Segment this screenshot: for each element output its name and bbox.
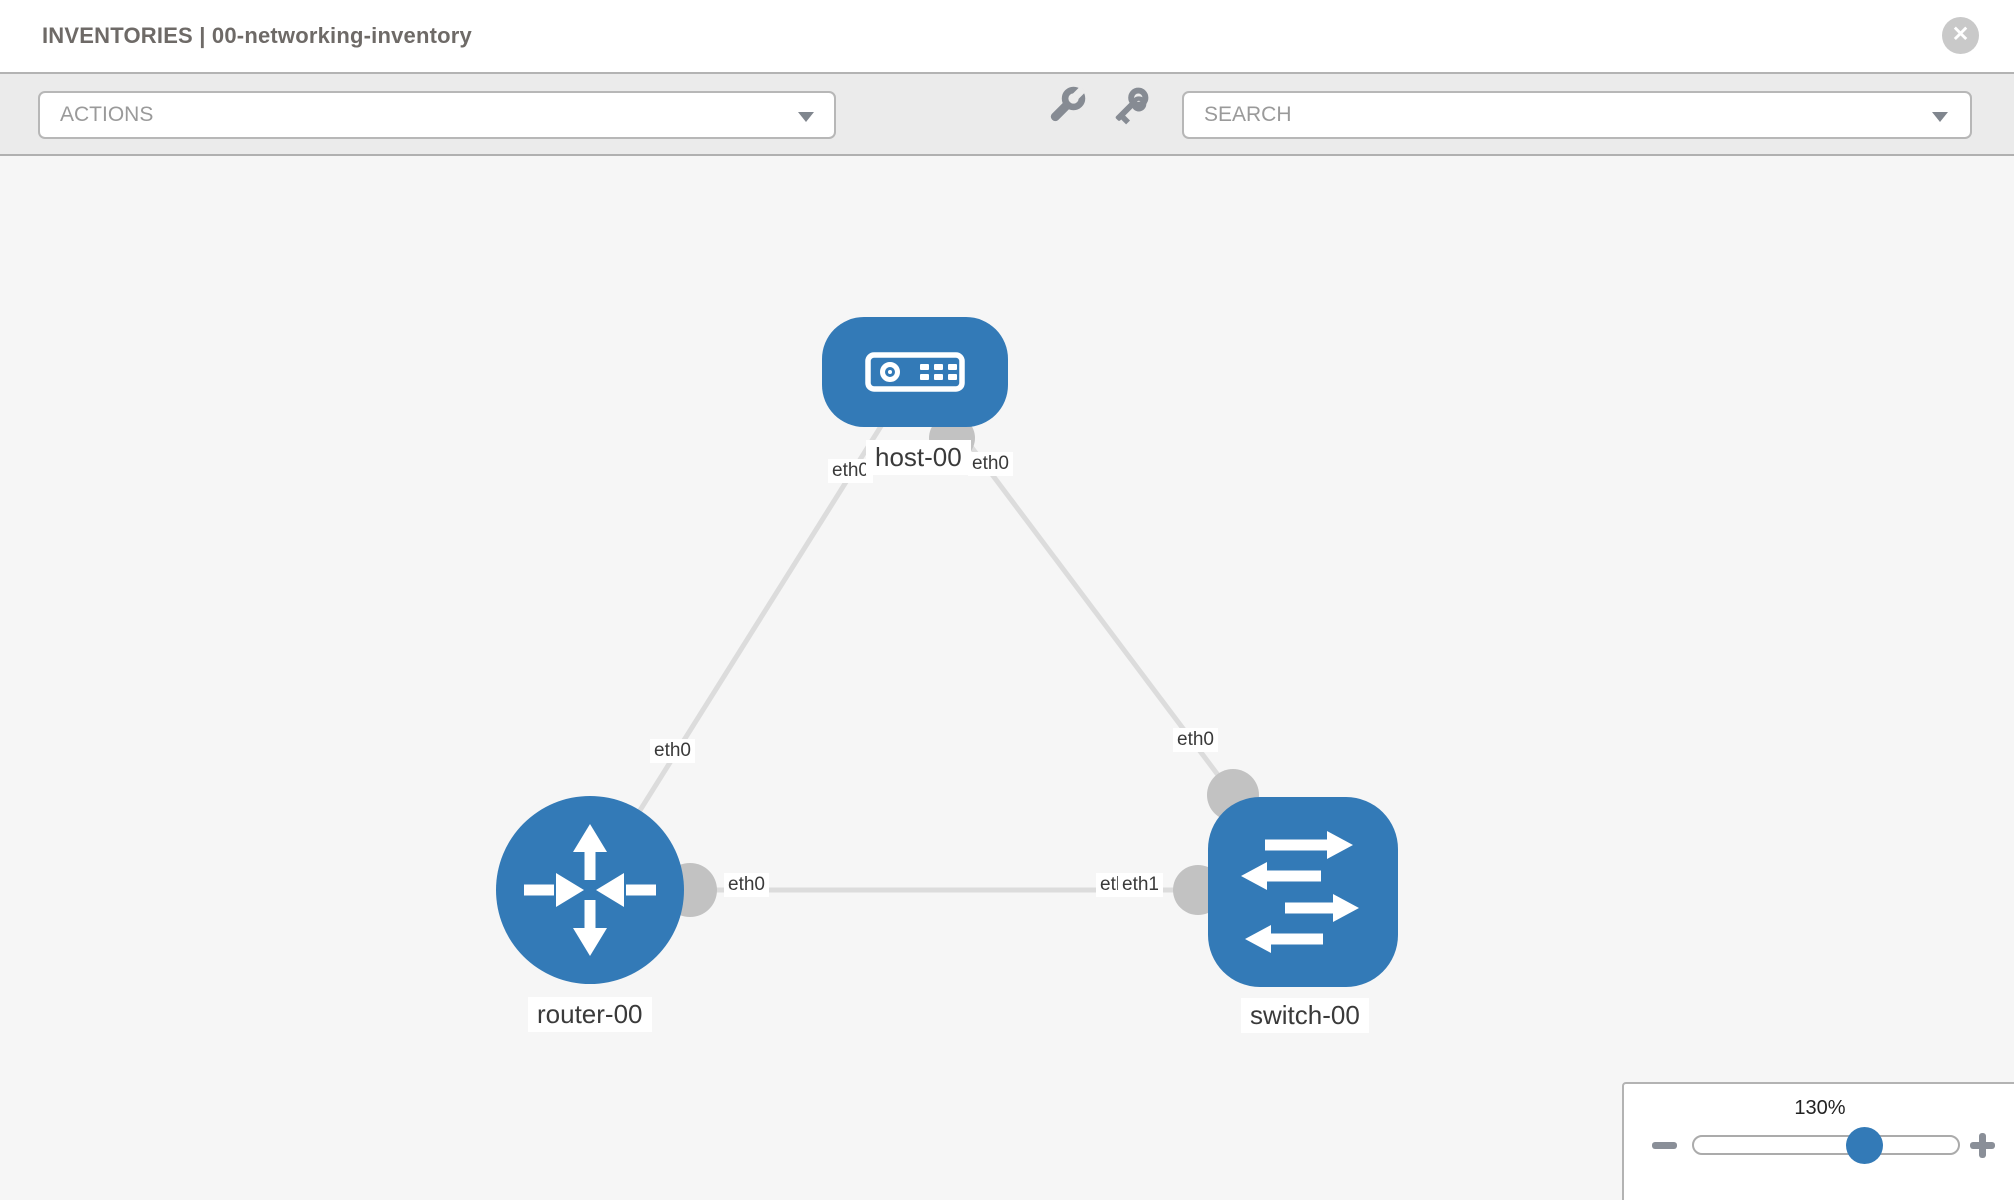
node-switch[interactable]	[1208, 797, 1398, 987]
key-icon[interactable]	[1108, 84, 1152, 128]
node-label-router: router-00	[528, 997, 652, 1032]
topology-canvas[interactable]: eth0 eth0 eth0 eth0 eth0 eth0 eth1 host-…	[0, 156, 2014, 1200]
zoom-control-panel: 130%	[1622, 1082, 2014, 1200]
router-arrows-icon	[524, 824, 656, 956]
chevron-down-icon	[1932, 112, 1948, 122]
interface-label: eth0	[724, 873, 769, 897]
chevron-down-icon	[798, 112, 814, 122]
page-title: INVENTORIES | 00-networking-inventory	[42, 23, 472, 48]
wrench-icon[interactable]	[1044, 84, 1088, 128]
port-circles	[663, 415, 1259, 917]
zoom-in-icon[interactable]	[1970, 1133, 1995, 1158]
switch-arrows-icon	[1241, 831, 1359, 953]
zoom-percent-label: 130%	[1794, 1097, 1846, 1119]
actions-dropdown-label: ACTIONS	[60, 103, 154, 126]
header-bar: INVENTORIES | 00-networking-inventory ✕	[0, 0, 2014, 72]
close-icon[interactable]: ✕	[1942, 17, 1979, 54]
zoom-out-icon[interactable]	[1652, 1142, 1677, 1149]
interface-label: eth1	[1118, 873, 1163, 897]
node-router[interactable]	[496, 796, 684, 984]
node-label-switch: switch-00	[1241, 998, 1369, 1033]
link-host-router	[587, 370, 918, 892]
search-input[interactable]: SEARCH	[1204, 103, 1292, 126]
toolbar: ACTIONS SEARC	[0, 72, 2014, 156]
interface-label: eth0	[828, 459, 873, 483]
zoom-slider-handle[interactable]	[1846, 1127, 1883, 1164]
actions-dropdown[interactable]: ACTIONS	[38, 91, 836, 139]
search-dropdown[interactable]: SEARCH	[1182, 91, 1972, 139]
zoom-slider-track[interactable]	[1692, 1135, 1960, 1155]
interface-label: eth0	[650, 739, 695, 763]
host-server-icon	[865, 352, 965, 392]
interface-label: eth0	[968, 452, 1013, 476]
node-label-host: host-00	[866, 440, 971, 475]
interface-label: eth0	[1173, 728, 1218, 752]
node-host[interactable]	[822, 317, 1008, 427]
